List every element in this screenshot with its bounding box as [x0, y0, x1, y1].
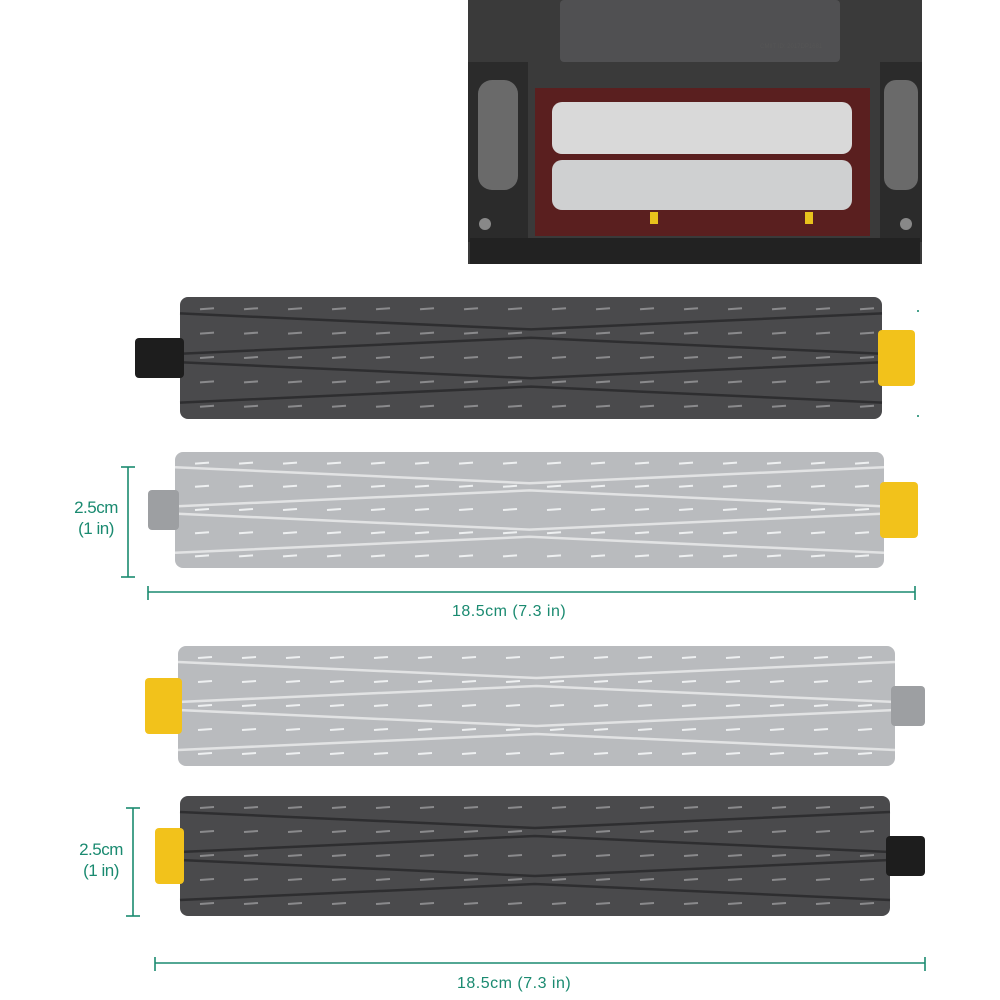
dark-roller-brush — [135, 297, 915, 419]
height-in: (1 in) — [83, 861, 119, 880]
yellow-end-cap — [878, 330, 915, 386]
robot-underside-photo — [468, 0, 922, 264]
dimension-height-2: 2.5cm (1 in) — [71, 839, 131, 881]
photo-label-text: CMIIT ID: 2017DP1681 — [760, 44, 823, 50]
gray-end-cap — [148, 490, 179, 530]
yellow-end-cap — [145, 678, 182, 734]
dimension-height-1: 2.5cm (1 in) — [66, 497, 126, 539]
dimension-lines — [121, 310, 926, 971]
height-cm: 2.5cm — [79, 840, 123, 859]
height-cm: 2.5cm — [74, 498, 118, 517]
dark-roller-brush — [155, 796, 925, 916]
yellow-end-cap — [880, 482, 918, 538]
black-end-cap — [886, 836, 925, 876]
dimension-length-1: 18.5cm (7.3 in) — [452, 603, 567, 620]
gray-end-cap — [891, 686, 925, 726]
light-roller-brush — [148, 452, 918, 568]
black-end-cap — [135, 338, 184, 378]
dimension-length-2: 18.5cm (7.3 in) — [457, 975, 572, 992]
light-roller-brush — [145, 646, 925, 766]
height-in: (1 in) — [78, 519, 114, 538]
yellow-end-cap — [155, 828, 184, 884]
